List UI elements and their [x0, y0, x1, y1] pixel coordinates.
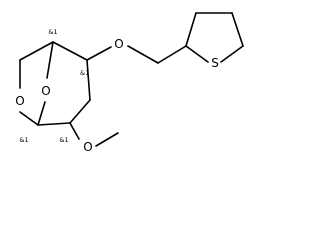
bond-o-ether-ch2: [127, 45, 159, 64]
stereo-label-c4: &1: [80, 69, 89, 77]
atom-o-ether: O: [114, 37, 123, 51]
bond-o-ring-c1: [19, 111, 39, 126]
atom-o-ring-left: O: [15, 94, 24, 108]
thiolanylmethoxy-substituent: [86, 12, 244, 64]
bond-thiolane-c5-s: [220, 45, 244, 63]
methoxy-substituent: [69, 122, 119, 147]
bicyclic-core: [19, 41, 91, 126]
stereo-label-c5: &1: [48, 28, 57, 36]
atom-s-thiolane: S: [211, 56, 219, 70]
stereo-label-c1: &1: [19, 136, 28, 144]
bond-c4-c3: [86, 59, 91, 101]
bond-c2-c1: [37, 122, 71, 126]
bond-c4-o-ether: [86, 46, 112, 61]
atom-o-methoxy: O: [83, 140, 92, 154]
chemical-structure: O O O O S &1 &1 &1 &1: [15, 12, 244, 154]
bond-thiolane-c2-c3: [185, 12, 197, 47]
stereo-label-c2: &1: [59, 136, 68, 144]
bond-thiolane-c4-c5: [231, 12, 244, 47]
bond-ch2-c2-thiolane: [157, 45, 187, 64]
bond-o-methoxy-ch3: [95, 132, 119, 147]
bond-c5-c4: [52, 41, 88, 61]
bond-c5-c6: [19, 41, 54, 61]
bond-c2-o-methoxy: [69, 122, 80, 140]
bond-c3-c2: [69, 99, 91, 124]
bond-o-bridge-c1: [37, 101, 46, 126]
atom-o-bridge: O: [41, 84, 50, 98]
bond-c5-o-bridge: [46, 41, 54, 79]
bond-thiolane-s-c2: [185, 45, 209, 63]
